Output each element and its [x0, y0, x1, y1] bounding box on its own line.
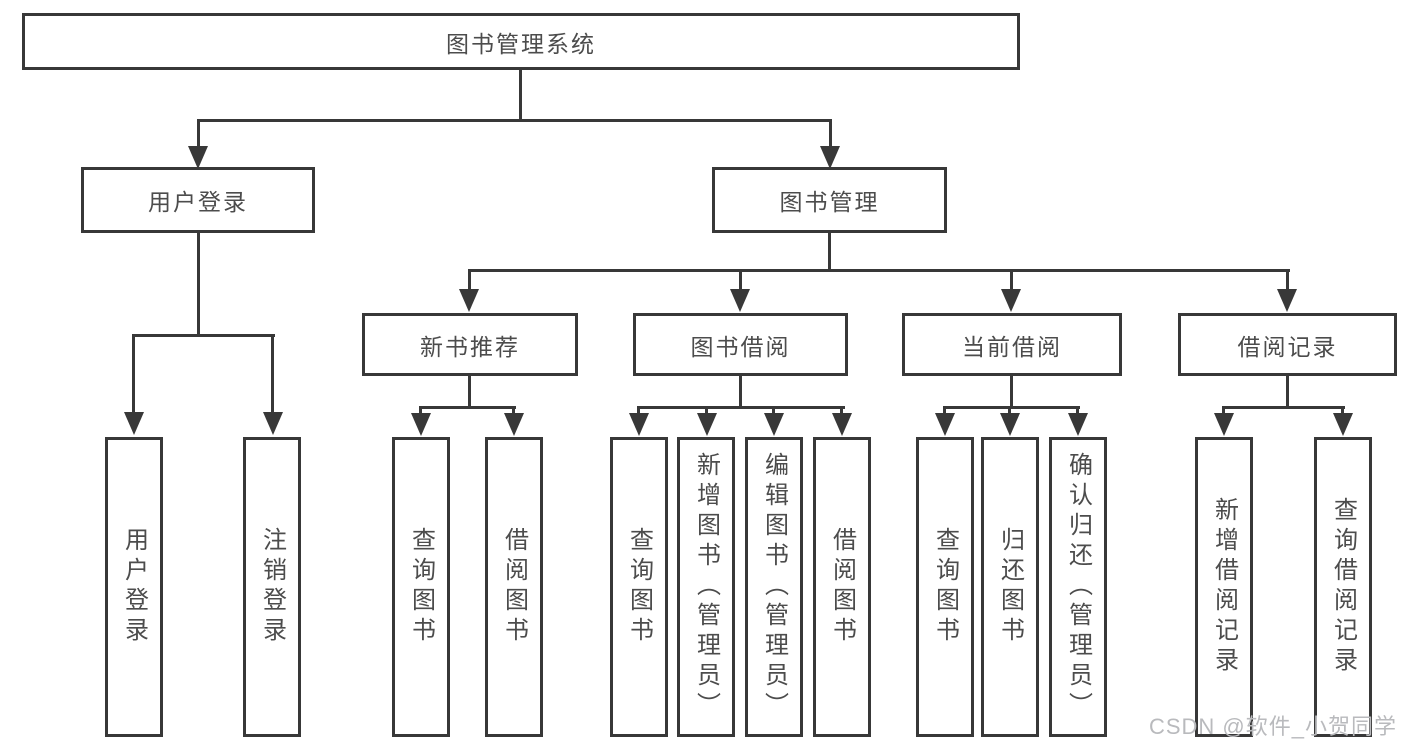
- node-user-login: 用户登录: [81, 167, 315, 233]
- node-add-borrow-record: 新增借阅记录: [1195, 437, 1253, 737]
- connector-book-mgmt-branch: [468, 269, 1290, 272]
- connector-leaf-drop: [512, 406, 515, 415]
- connector-login-leaf-drop: [132, 334, 135, 412]
- node-borrow-books-recommend: 借阅图书: [485, 437, 543, 737]
- node-confirm-return-admin: 确认归还（管理员）: [1049, 437, 1107, 737]
- arrowhead-down-icon: [504, 413, 524, 436]
- arrowhead-down-icon: [697, 413, 717, 436]
- connector-leaf-drop: [840, 406, 843, 415]
- connector-user-login-stem: [197, 233, 200, 336]
- arrowhead-down-icon: [764, 413, 784, 436]
- connector-user-login-drop: [197, 119, 200, 147]
- connector-new-books-drop: [468, 269, 471, 290]
- connector-records-branch: [1222, 406, 1345, 409]
- connector-root-stem: [519, 70, 522, 120]
- arrowhead-down-icon: [1000, 413, 1020, 436]
- connector-root-branch: [197, 119, 832, 122]
- arrowhead-down-icon: [629, 413, 649, 436]
- arrowhead-down-icon: [730, 289, 750, 312]
- arrowhead-down-icon: [832, 413, 852, 436]
- connector-leaf-drop: [1341, 406, 1344, 415]
- arrowhead-down-icon: [1068, 413, 1088, 436]
- node-borrow-books-leaf: 借阅图书: [813, 437, 871, 737]
- node-book-management: 图书管理: [712, 167, 947, 233]
- connector-leaf-drop: [1076, 406, 1079, 415]
- node-add-books-admin: 新增图书（管理员）: [677, 437, 735, 737]
- connector-user-login-branch: [132, 334, 275, 337]
- arrowhead-down-icon: [1001, 289, 1021, 312]
- node-query-books-borrow: 查询图书: [610, 437, 668, 737]
- node-query-books-current: 查询图书: [916, 437, 974, 737]
- connector-logout-leaf-drop: [271, 334, 274, 412]
- node-user-login-leaf: 用户登录: [105, 437, 163, 737]
- connector-new-books-branch: [419, 406, 516, 409]
- node-new-book-recommendation: 新书推荐: [362, 313, 578, 376]
- node-edit-books-admin: 编辑图书（管理员）: [745, 437, 803, 737]
- arrowhead-down-icon: [124, 412, 144, 435]
- arrowhead-down-icon: [459, 289, 479, 312]
- connector-leaf-drop: [419, 406, 422, 415]
- connector-book-borrow-branch: [637, 406, 845, 409]
- arrowhead-down-icon: [1333, 413, 1353, 436]
- connector-current-borrow-branch: [943, 406, 1080, 409]
- connector-leaf-drop: [943, 406, 946, 415]
- csdn-watermark: CSDN @软件_小贺同学: [1148, 714, 1397, 739]
- node-query-books-recommend: 查询图书: [392, 437, 450, 737]
- node-return-books: 归还图书: [981, 437, 1039, 737]
- connector-records-drop: [1286, 269, 1289, 290]
- connector-new-books-stem: [468, 376, 471, 408]
- connector-book-borrow-stem: [739, 376, 742, 408]
- connector-book-mgmt-drop: [829, 119, 832, 147]
- node-query-borrow-record: 查询借阅记录: [1314, 437, 1372, 737]
- arrowhead-down-icon: [263, 412, 283, 435]
- connector-current-borrow-drop: [1010, 269, 1013, 290]
- node-system-root: 图书管理系统: [22, 13, 1020, 70]
- arrowhead-down-icon: [935, 413, 955, 436]
- node-borrowing-records: 借阅记录: [1178, 313, 1397, 376]
- arrowhead-down-icon: [1214, 413, 1234, 436]
- node-current-borrowing: 当前借阅: [902, 313, 1122, 376]
- connector-leaf-drop: [705, 406, 708, 415]
- arrowhead-down-icon: [1277, 289, 1297, 312]
- node-logout-leaf: 注销登录: [243, 437, 301, 737]
- node-book-borrowing: 图书借阅: [633, 313, 848, 376]
- connector-current-borrow-stem: [1010, 376, 1013, 408]
- connector-leaf-drop: [1008, 406, 1011, 415]
- arrowhead-down-icon: [411, 413, 431, 436]
- arrowhead-down-icon: [188, 146, 208, 169]
- arrowhead-down-icon: [820, 146, 840, 169]
- connector-leaf-drop: [637, 406, 640, 415]
- connector-leaf-drop: [1222, 406, 1225, 415]
- connector-leaf-drop: [772, 406, 775, 415]
- connector-book-mgmt-stem: [828, 233, 831, 271]
- connector-book-borrow-drop: [739, 269, 742, 290]
- connector-records-stem: [1286, 376, 1289, 408]
